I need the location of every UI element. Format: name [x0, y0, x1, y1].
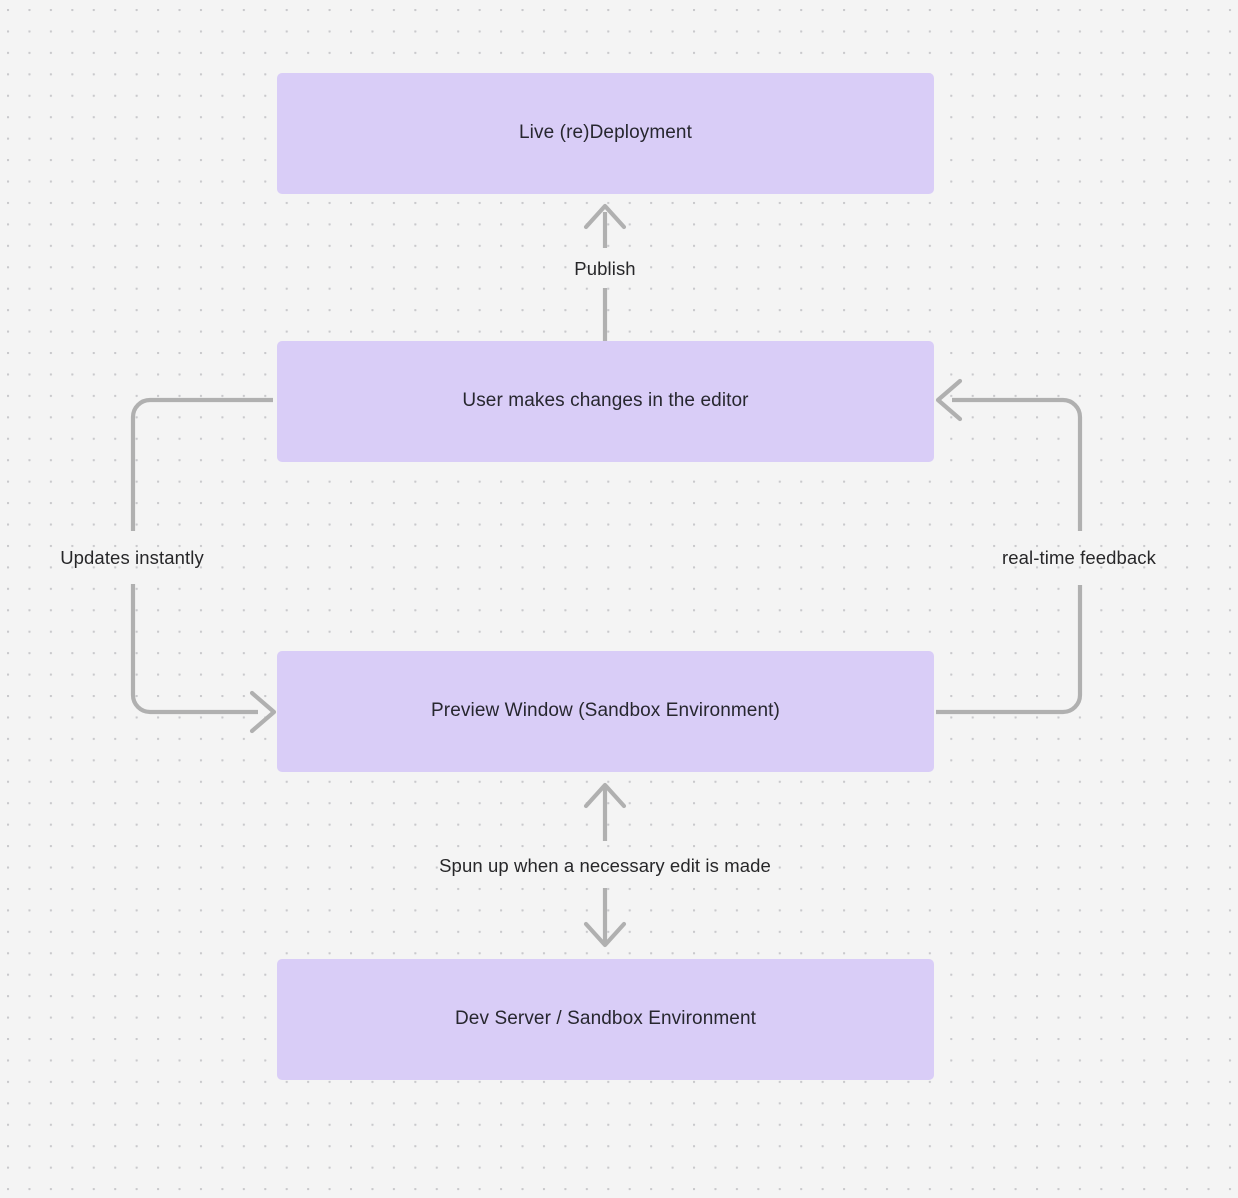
edge-real-time-feedback-upper: [952, 397, 1083, 531]
edge-real-time-feedback-arrowhead-left: [935, 378, 963, 422]
edge-publish-arrowhead-up: [583, 203, 627, 230]
edge-updates-instantly-lower: [130, 584, 258, 715]
edge-real-time-feedback-lower: [936, 585, 1083, 715]
node-preview-window[interactable]: Preview Window (Sandbox Environment): [277, 651, 934, 772]
node-live-deployment-label: Live (re)Deployment: [519, 122, 692, 144]
edge-spun-up-arrowhead-down: [583, 921, 627, 948]
edge-updates-instantly-arrowhead-right: [249, 690, 277, 734]
edge-updates-instantly-upper: [130, 397, 273, 531]
node-live-deployment[interactable]: Live (re)Deployment: [277, 73, 934, 194]
node-dev-server[interactable]: Dev Server / Sandbox Environment: [277, 959, 934, 1080]
edge-label-real-time-feedback: real-time feedback: [1002, 546, 1156, 568]
node-preview-window-label: Preview Window (Sandbox Environment): [431, 700, 780, 722]
node-user-edits-label: User makes changes in the editor: [462, 390, 749, 412]
edge-spun-up-arrowhead-up: [583, 782, 627, 809]
node-dev-server-label: Dev Server / Sandbox Environment: [454, 1008, 756, 1030]
edge-label-spun-up: Spun up when a necessary edit is made: [439, 854, 771, 876]
node-user-edits[interactable]: User makes changes in the editor: [277, 341, 934, 462]
edge-label-publish: Publish: [574, 257, 636, 279]
edge-label-updates-instantly: Updates instantly: [60, 546, 204, 568]
